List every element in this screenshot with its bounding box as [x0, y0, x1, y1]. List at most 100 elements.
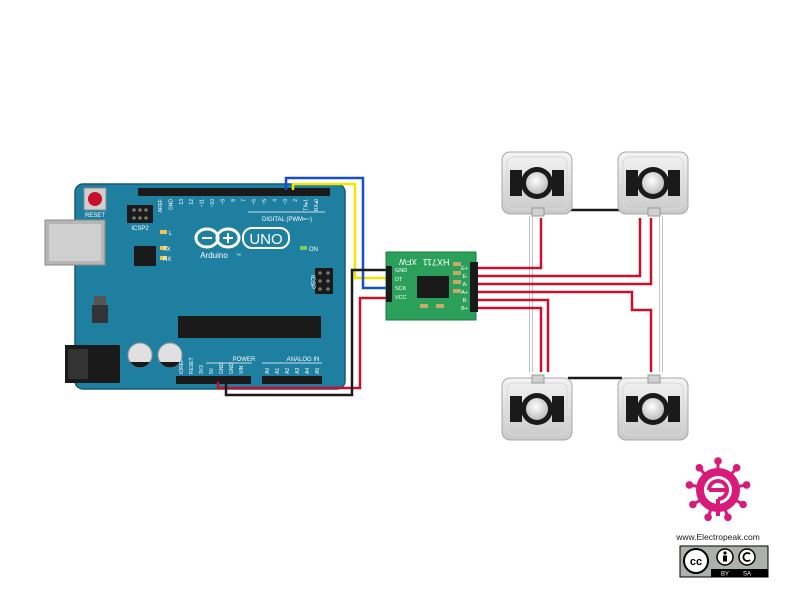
- usb-chip: [134, 246, 156, 266]
- load-cell-wires: [478, 208, 663, 380]
- load-cell-top-right: [617, 151, 689, 217]
- hx711-right-pin-label: A+: [461, 290, 468, 296]
- reset-label: RESET: [85, 213, 105, 219]
- analog-pin-label: A4: [305, 368, 311, 374]
- power-header: [176, 376, 251, 384]
- analog-pin-label: A0: [265, 368, 271, 374]
- gear-ball: [732, 463, 741, 472]
- arduino-logo: [194, 227, 241, 249]
- rx-label: RX: [163, 257, 171, 263]
- gear-ball: [714, 457, 722, 465]
- load-cells: [501, 151, 689, 441]
- digital-pin-label: ~3: [283, 199, 289, 205]
- power-pin-label: GND: [229, 363, 235, 375]
- wire-vcc-red: [216, 296, 392, 390]
- digital-pin-label: 13: [179, 199, 185, 205]
- power-label: POWER: [233, 357, 256, 363]
- tx-label: TX: [163, 247, 171, 253]
- digital-pin-label: ~5: [262, 199, 268, 205]
- hx711-title: HX711: [423, 257, 450, 267]
- power-pin-label: IOREF: [179, 359, 185, 374]
- digital-pin-label: 4: [272, 199, 278, 202]
- power-pin-label: 5V: [209, 367, 215, 374]
- arduino-hx711-wires: [216, 176, 392, 397]
- gear-ball: [704, 513, 712, 522]
- wire-e-minus: [478, 218, 642, 278]
- digital-pin-label: 2: [293, 199, 299, 202]
- analog-pin-label: A1: [275, 368, 281, 374]
- digital-header: [138, 188, 330, 196]
- hx711-right-pin-labels: E+ E- A- A+ B- B+: [461, 266, 468, 312]
- hx711-right-pin-label: A-: [463, 282, 469, 288]
- share-alike-icon: [738, 548, 756, 566]
- power-pin-label: GND: [219, 363, 225, 375]
- hx711-right-pin-label: E+: [461, 266, 468, 272]
- gear-ball: [685, 481, 694, 489]
- load-cell-top-left: [501, 151, 573, 217]
- wire-b-plus: [478, 306, 543, 372]
- l-label: L: [169, 231, 173, 237]
- power-pin-label: RESET: [189, 357, 195, 374]
- power-pin-labels: IOREF RESET 3V3 5V GND GND VIN: [179, 357, 245, 374]
- gear-ball: [724, 513, 732, 522]
- uno-label: UNO: [249, 231, 282, 248]
- digital-pin-label: TX▸1: [304, 199, 310, 211]
- cc-icon: cc: [683, 548, 709, 574]
- microcontroller-chip: [178, 316, 321, 338]
- wire-a-plus: [478, 290, 653, 372]
- load-cell-bottom-right: [617, 374, 689, 441]
- icsp2-label: ICSP2: [131, 226, 149, 232]
- analog-header: [262, 376, 322, 384]
- icsp2-header: [127, 205, 153, 223]
- digital-pin-label: RX◂0: [314, 199, 320, 211]
- hx711-right-header: [470, 262, 478, 312]
- hx711-right-pin-label: B-: [463, 298, 469, 304]
- hx711-right-pin-label: E-: [463, 274, 469, 280]
- power-pin-label: VIN: [239, 365, 245, 374]
- digital-pin-label: 7: [241, 199, 247, 202]
- analog-pin-label: A3: [295, 368, 301, 374]
- wire-dt-yellow: [291, 182, 392, 280]
- digital-pin-label: ~10: [210, 199, 216, 208]
- wire-a-minus: [478, 218, 653, 286]
- electropeak-logo: www.Electropeak.com: [675, 457, 760, 542]
- wire-gnd-black: [224, 268, 392, 397]
- digital-label: DIGITAL (PWM=~): [262, 217, 312, 223]
- hx711-chip: [417, 276, 449, 298]
- icsp-label: ICSP: [309, 275, 315, 289]
- wire-e-plus: [478, 218, 543, 270]
- digital-pin-label: AREF: [158, 199, 164, 212]
- gear-ball: [695, 463, 704, 472]
- electropeak-site: www.Electropeak.com: [675, 532, 760, 542]
- capacitor-1: [127, 342, 153, 368]
- on-label: ON: [309, 247, 318, 253]
- attribution-icon: [716, 548, 734, 566]
- analog-pin-label: A5: [315, 368, 321, 374]
- uno-badge: [242, 227, 290, 249]
- digital-pin-label: GND: [168, 199, 174, 211]
- gear-ball: [689, 500, 697, 509]
- hx711-right-pin-label: B+: [461, 306, 468, 312]
- hx711-brand: XFW: [399, 257, 417, 266]
- wire-sck-blue: [284, 176, 392, 290]
- analog-pin-labels: A0 A1 A2 A3 A4 A5: [265, 368, 321, 374]
- capacitor-2: [157, 342, 183, 368]
- load-cell-bottom-left: [501, 374, 573, 441]
- digital-pin-label: ~11: [200, 199, 206, 207]
- gear-ball: [742, 481, 751, 489]
- cc-by-sa-badge: cc BY SA: [679, 545, 769, 578]
- analog-in-label: ANALOG IN: [287, 357, 320, 363]
- electropeak-gear-icon: [685, 457, 751, 522]
- digital-pin-label: 8: [231, 199, 237, 202]
- trademark-label: ™: [236, 253, 241, 259]
- digital-pin-label: ~6: [252, 199, 258, 205]
- power-pin-label: 3V3: [199, 365, 205, 374]
- analog-pin-label: A2: [285, 368, 291, 374]
- brand-label: Arduino: [200, 251, 228, 260]
- hx711-left-pin-label: SCK: [395, 286, 407, 292]
- wire-b-minus: [478, 298, 550, 372]
